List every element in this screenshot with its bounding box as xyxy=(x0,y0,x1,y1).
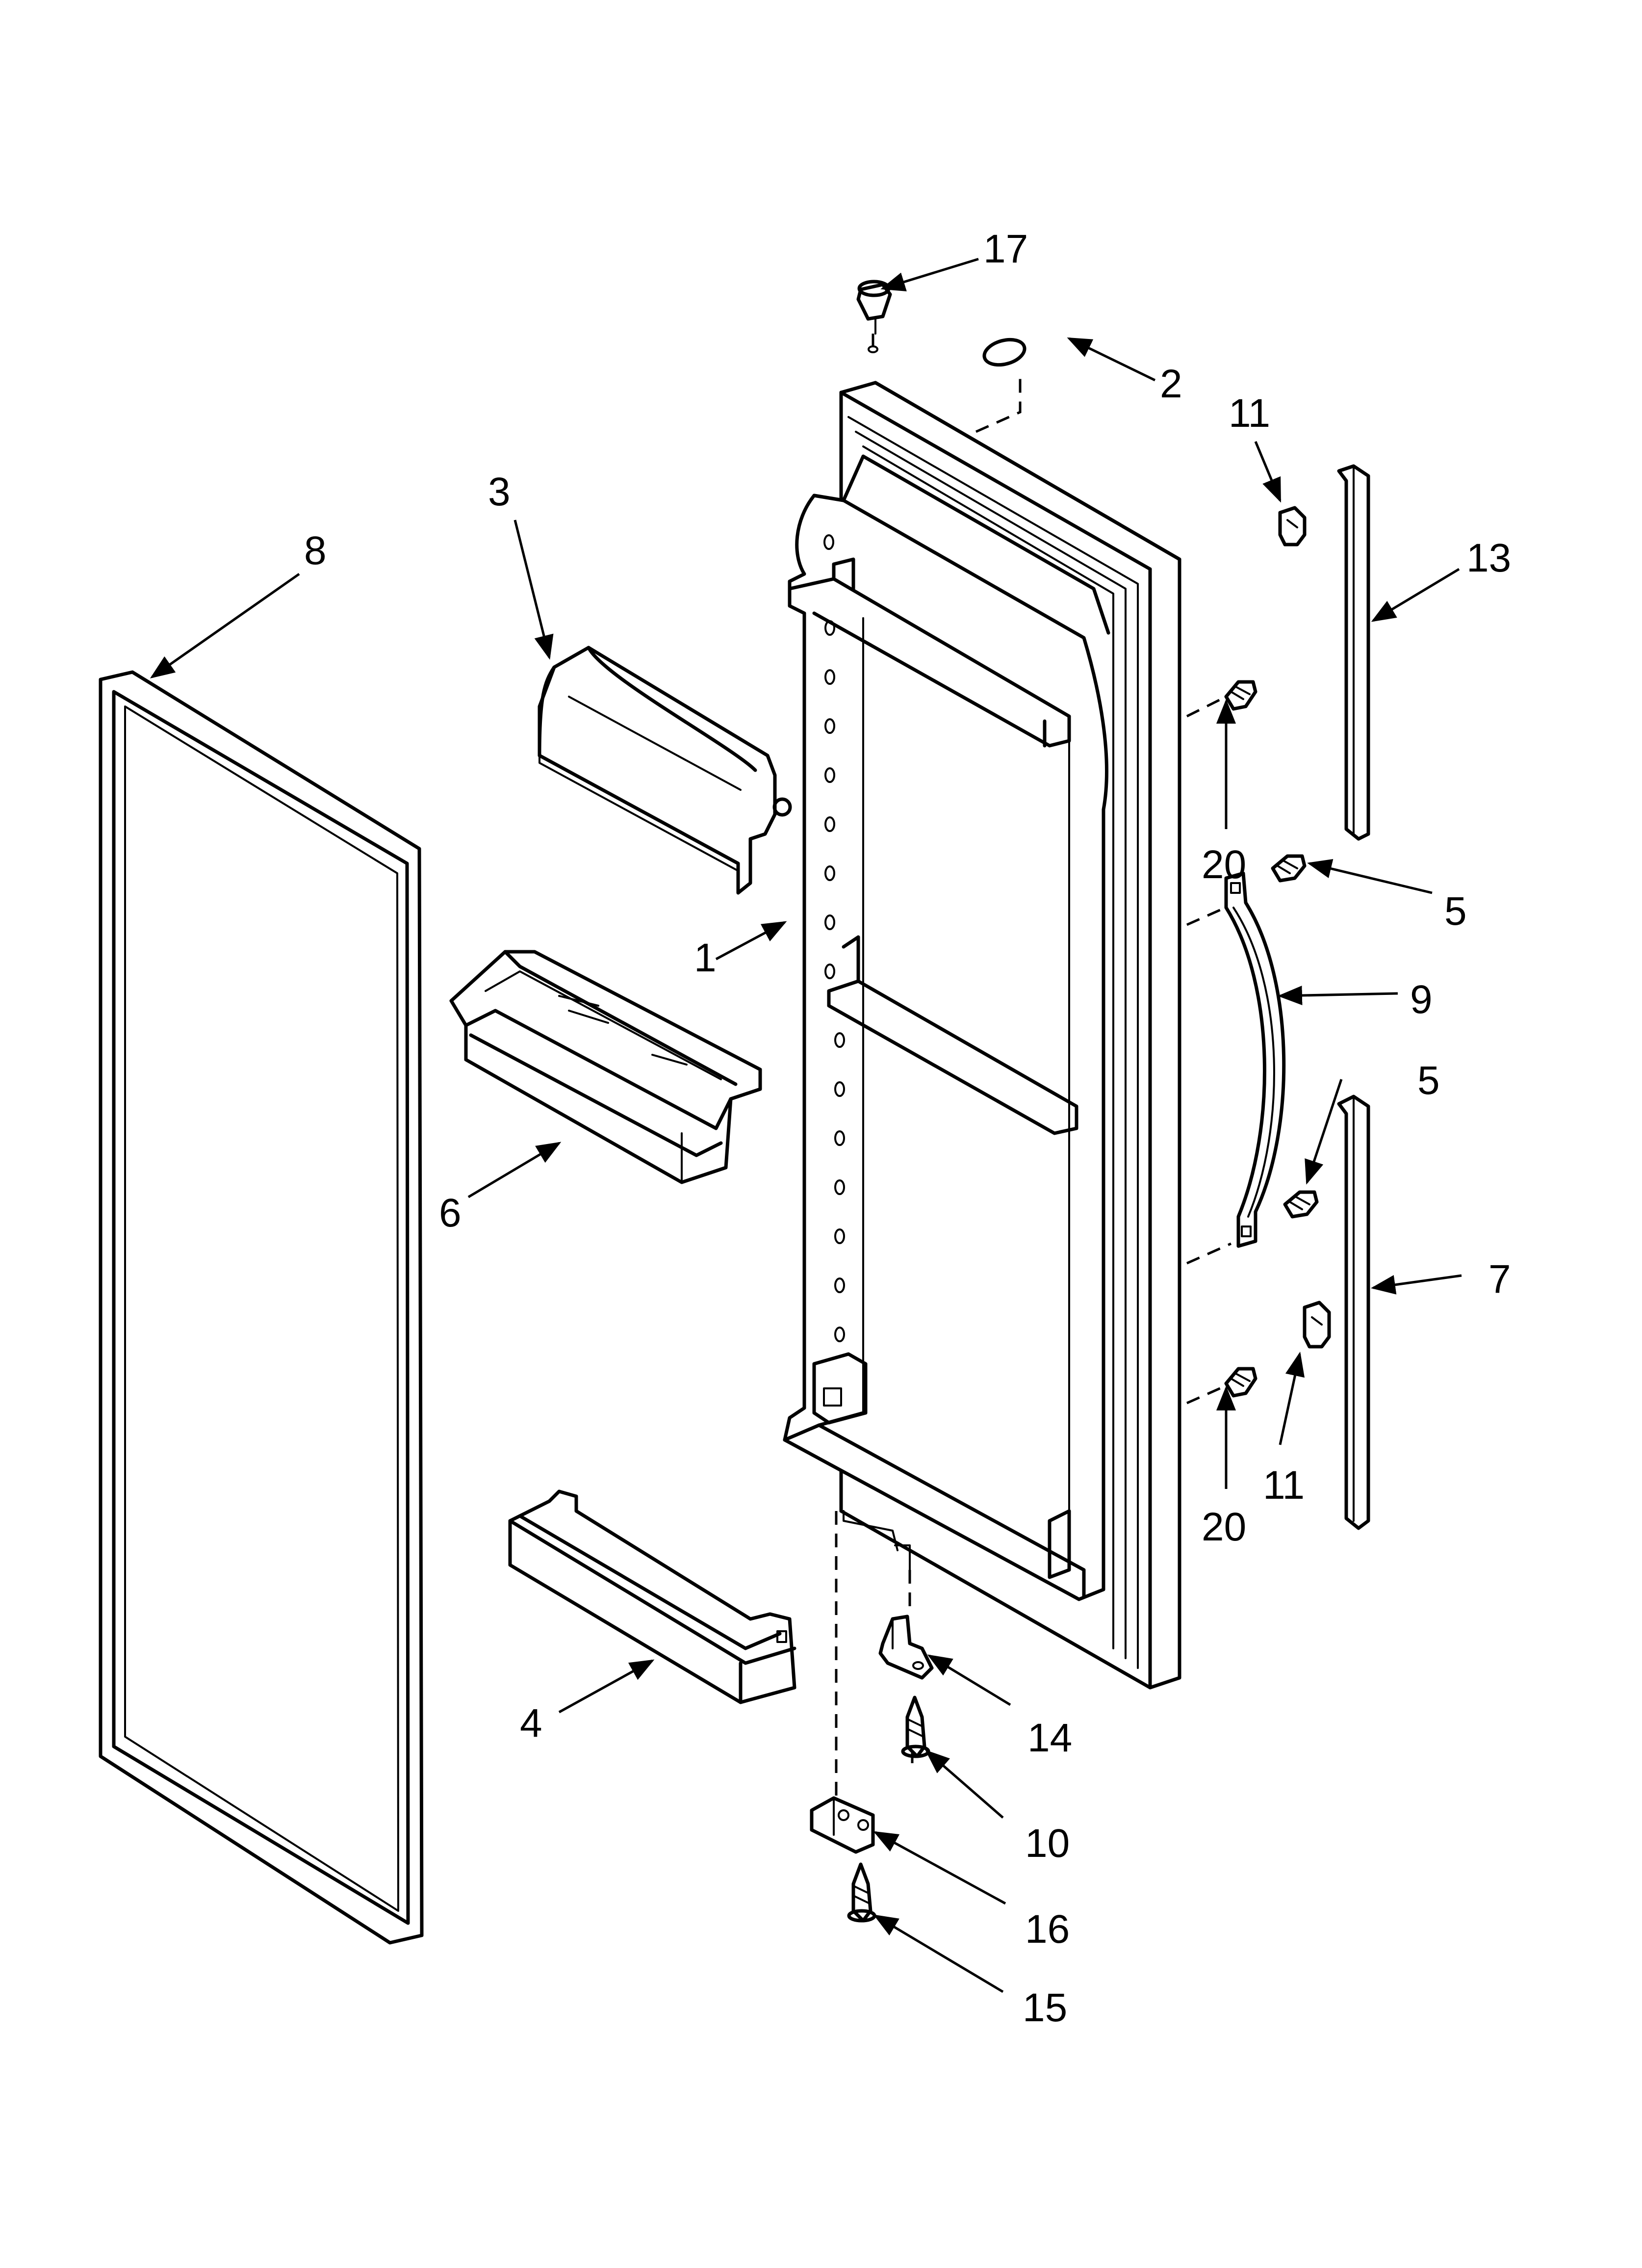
callout-20b: 20 xyxy=(1202,1505,1246,1549)
leader-14 xyxy=(927,1654,1011,1706)
callout-numbers: 17 2 11 13 3 8 20 5 1 9 5 6 7 11 20 4 14… xyxy=(304,227,1511,2030)
callout-8: 8 xyxy=(304,528,327,573)
callout-6: 6 xyxy=(439,1191,462,1235)
leader-17 xyxy=(880,258,979,291)
callout-1: 1 xyxy=(694,936,717,980)
screw-part-5-upper[interactable] xyxy=(1271,854,1307,883)
leader-6 xyxy=(467,1142,562,1199)
callout-10: 10 xyxy=(1025,1821,1070,1866)
leader-13 xyxy=(1371,568,1460,622)
callout-7: 7 xyxy=(1488,1257,1511,1302)
handle-trim-upper-part-13[interactable] xyxy=(1337,464,1370,841)
door-shelf-part-4[interactable] xyxy=(508,1489,796,1704)
callout-2: 2 xyxy=(1160,362,1182,406)
adjustment-holes xyxy=(823,534,845,1342)
leader-5a xyxy=(1307,859,1433,894)
leader-10 xyxy=(925,1749,1004,1819)
screw-part-20-upper[interactable] xyxy=(1224,680,1257,711)
hinge-pin-part-14[interactable] xyxy=(878,1615,934,1680)
dairy-compartment-door-part-3[interactable] xyxy=(538,646,792,895)
leader-9 xyxy=(1278,986,1398,1006)
callout-5b: 5 xyxy=(1417,1058,1440,1103)
door-assembly-part-1[interactable] xyxy=(783,345,1181,1690)
door-gasket-part-8[interactable] xyxy=(99,670,424,1945)
callout-11a: 11 xyxy=(1229,391,1270,436)
leader-3 xyxy=(513,520,554,660)
callout-5a: 5 xyxy=(1444,889,1467,934)
leader-4 xyxy=(558,1659,655,1714)
door-plug-part-17[interactable] xyxy=(856,280,892,335)
callout-11b: 11 xyxy=(1263,1463,1305,1508)
callout-17: 17 xyxy=(983,227,1028,271)
leader-8 xyxy=(150,573,300,678)
callout-14: 14 xyxy=(1027,1716,1072,1760)
callout-9: 9 xyxy=(1410,977,1433,1022)
hinge-bracket-part-16[interactable] xyxy=(810,1796,875,1854)
leader-5b xyxy=(1305,1079,1343,1185)
alignment-lines xyxy=(835,334,1232,1825)
callout-15: 15 xyxy=(1023,1985,1067,2030)
screw-part-20-lower[interactable] xyxy=(1224,1367,1257,1398)
leader-11a xyxy=(1254,441,1282,503)
callout-4: 4 xyxy=(520,1701,542,1746)
handle-trim-lower-part-7[interactable] xyxy=(1337,1095,1370,1530)
leader-11b xyxy=(1279,1352,1305,1445)
trim-clip-part-11-upper[interactable] xyxy=(1278,506,1307,547)
leader-1 xyxy=(715,921,787,961)
leader-15 xyxy=(873,1914,1004,1993)
cap-part-2[interactable] xyxy=(981,336,1027,369)
trim-clip-part-11-lower[interactable] xyxy=(1303,1301,1331,1349)
leader-16 xyxy=(873,1831,1006,1905)
screw-part-5-lower[interactable] xyxy=(1283,1190,1319,1219)
callout-3: 3 xyxy=(488,469,511,514)
leader-2 xyxy=(1067,337,1156,382)
screw-part-10[interactable] xyxy=(901,1695,930,1758)
leader-7 xyxy=(1371,1274,1462,1295)
leader-lines xyxy=(150,258,1462,1993)
door-bin-part-6[interactable] xyxy=(449,950,762,1184)
callout-16: 16 xyxy=(1025,1907,1070,1952)
callout-13: 13 xyxy=(1466,536,1511,580)
callout-20a: 20 xyxy=(1202,842,1246,887)
screw-part-15[interactable] xyxy=(847,1862,876,1923)
door-handle-part-9[interactable] xyxy=(1224,871,1286,1248)
